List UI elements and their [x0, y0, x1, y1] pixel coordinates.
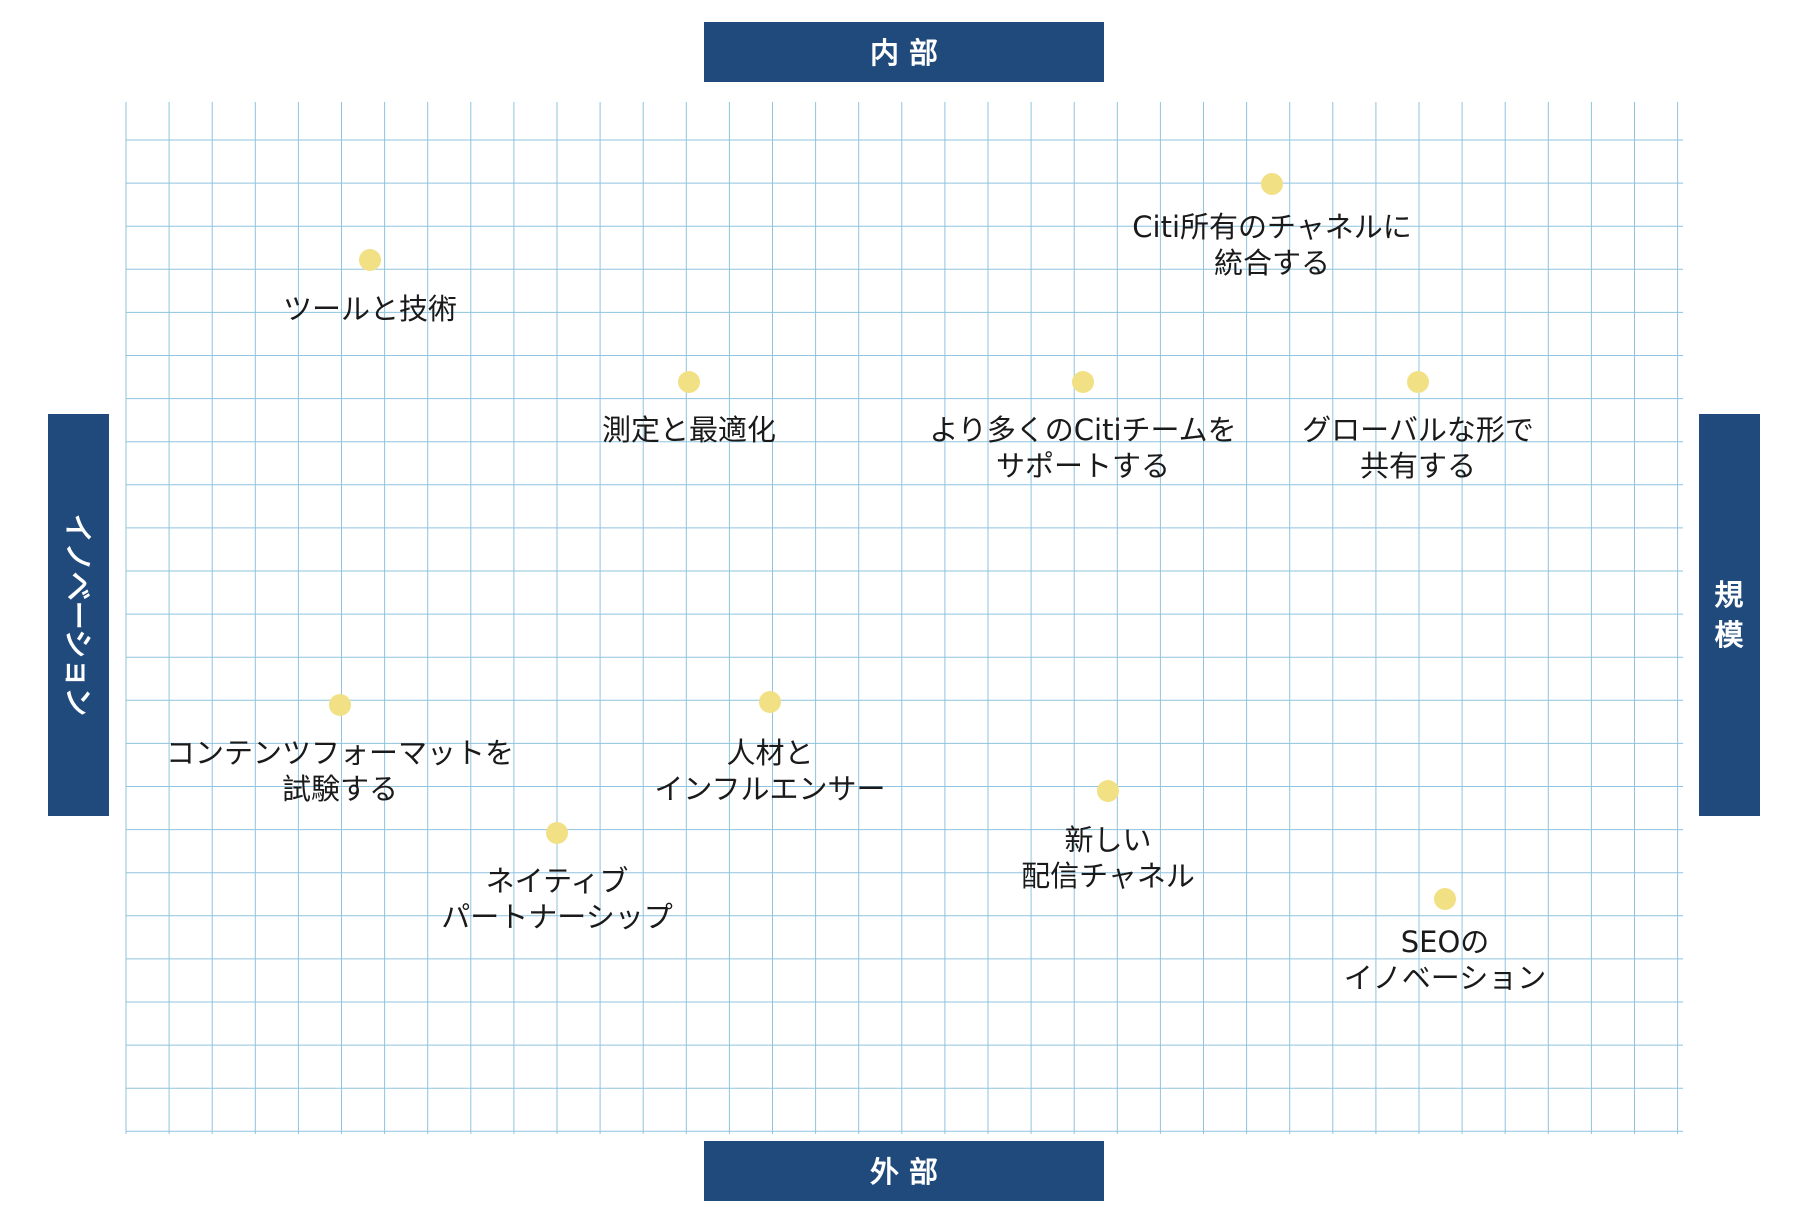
- axis-right: 規模: [1699, 414, 1760, 816]
- item-label-line: インフルエンサー: [654, 772, 885, 806]
- item-dot: [1072, 371, 1094, 393]
- item-label: グローバルな形で共有する: [1302, 413, 1534, 483]
- matrix-item: 新しい配信チャネル: [1021, 780, 1195, 893]
- item-label-line: サポートする: [996, 449, 1170, 483]
- item-label-line: 統合する: [1214, 246, 1330, 280]
- item-label-line: 測定と最適化: [602, 413, 776, 447]
- axis-bottom-label: 外 部: [870, 1155, 938, 1189]
- matrix-item: ツールと技術: [283, 249, 457, 326]
- item-label: SEOのイノベーション: [1344, 925, 1546, 995]
- axis-right-box: [1699, 414, 1760, 816]
- item-label: 測定と最適化: [602, 413, 776, 447]
- axis-right-char: 規: [1714, 578, 1743, 612]
- item-label: 人材とインフルエンサー: [654, 736, 885, 806]
- item-dot: [678, 371, 700, 393]
- item-label-line: 共有する: [1360, 449, 1476, 483]
- axis-right-label: 規模: [1714, 578, 1744, 652]
- matrix-item: 人材とインフルエンサー: [654, 691, 886, 806]
- item-label-line: ツールと技術: [283, 292, 457, 326]
- matrix-item: Citi所有のチャネルに統合する: [1132, 173, 1412, 280]
- axis-left: イノベーション: [48, 414, 109, 816]
- item-label-line: 配信チャネル: [1021, 859, 1195, 893]
- item-label-line: コンテンツフォーマットを: [166, 736, 514, 770]
- axis-bottom-box: [704, 1141, 1104, 1201]
- item-dot: [546, 822, 568, 844]
- item-label-line: 試験する: [282, 772, 398, 806]
- item-label-line: 人材と: [726, 736, 813, 770]
- matrix-item: SEOのイノベーション: [1344, 888, 1546, 995]
- item-dot: [359, 249, 381, 271]
- item-label: ツールと技術: [283, 292, 457, 326]
- axis-bottom: 外 部: [704, 1141, 1104, 1201]
- item-label-line: ネイティブ: [486, 864, 629, 898]
- item-dot: [329, 694, 351, 716]
- grid-background: [125, 102, 1683, 1134]
- matrix-item: ネイティブパートナーシップ: [441, 822, 673, 934]
- matrix-item: より多くのCitiチームをサポートする: [929, 371, 1237, 483]
- item-label: ネイティブパートナーシップ: [441, 864, 672, 934]
- item-label-line: より多くのCitiチームを: [929, 413, 1236, 447]
- item-label: より多くのCitiチームをサポートする: [929, 413, 1236, 483]
- item-label-line: パートナーシップ: [441, 900, 672, 934]
- item-dot: [759, 691, 781, 713]
- item-label-line: イノベーション: [1344, 961, 1546, 995]
- matrix-item: 測定と最適化: [602, 371, 776, 447]
- item-dot: [1261, 173, 1283, 195]
- axis-right-char: 模: [1714, 618, 1744, 652]
- item-label: Citi所有のチャネルに統合する: [1132, 210, 1411, 280]
- axis-top-label: 内 部: [870, 36, 938, 70]
- item-dot: [1097, 780, 1119, 802]
- item-label: 新しい配信チャネル: [1021, 823, 1195, 893]
- item-label-line: Citi所有のチャネルに: [1132, 210, 1411, 244]
- matrix-item: グローバルな形で共有する: [1302, 371, 1534, 483]
- item-dot: [1407, 371, 1429, 393]
- axis-left-box: [48, 414, 109, 816]
- item-label-line: 新しい: [1064, 823, 1151, 857]
- item-label-line: グローバルな形で: [1302, 413, 1534, 447]
- item-label: コンテンツフォーマットを試験する: [166, 736, 514, 806]
- matrix-item: コンテンツフォーマットを試験する: [166, 694, 514, 806]
- axis-top: 内 部: [704, 22, 1104, 82]
- item-label-line: SEOの: [1401, 925, 1490, 959]
- axis-left-label: イノベーション: [61, 514, 95, 716]
- item-dot: [1434, 888, 1456, 910]
- axis-top-box: [704, 22, 1104, 82]
